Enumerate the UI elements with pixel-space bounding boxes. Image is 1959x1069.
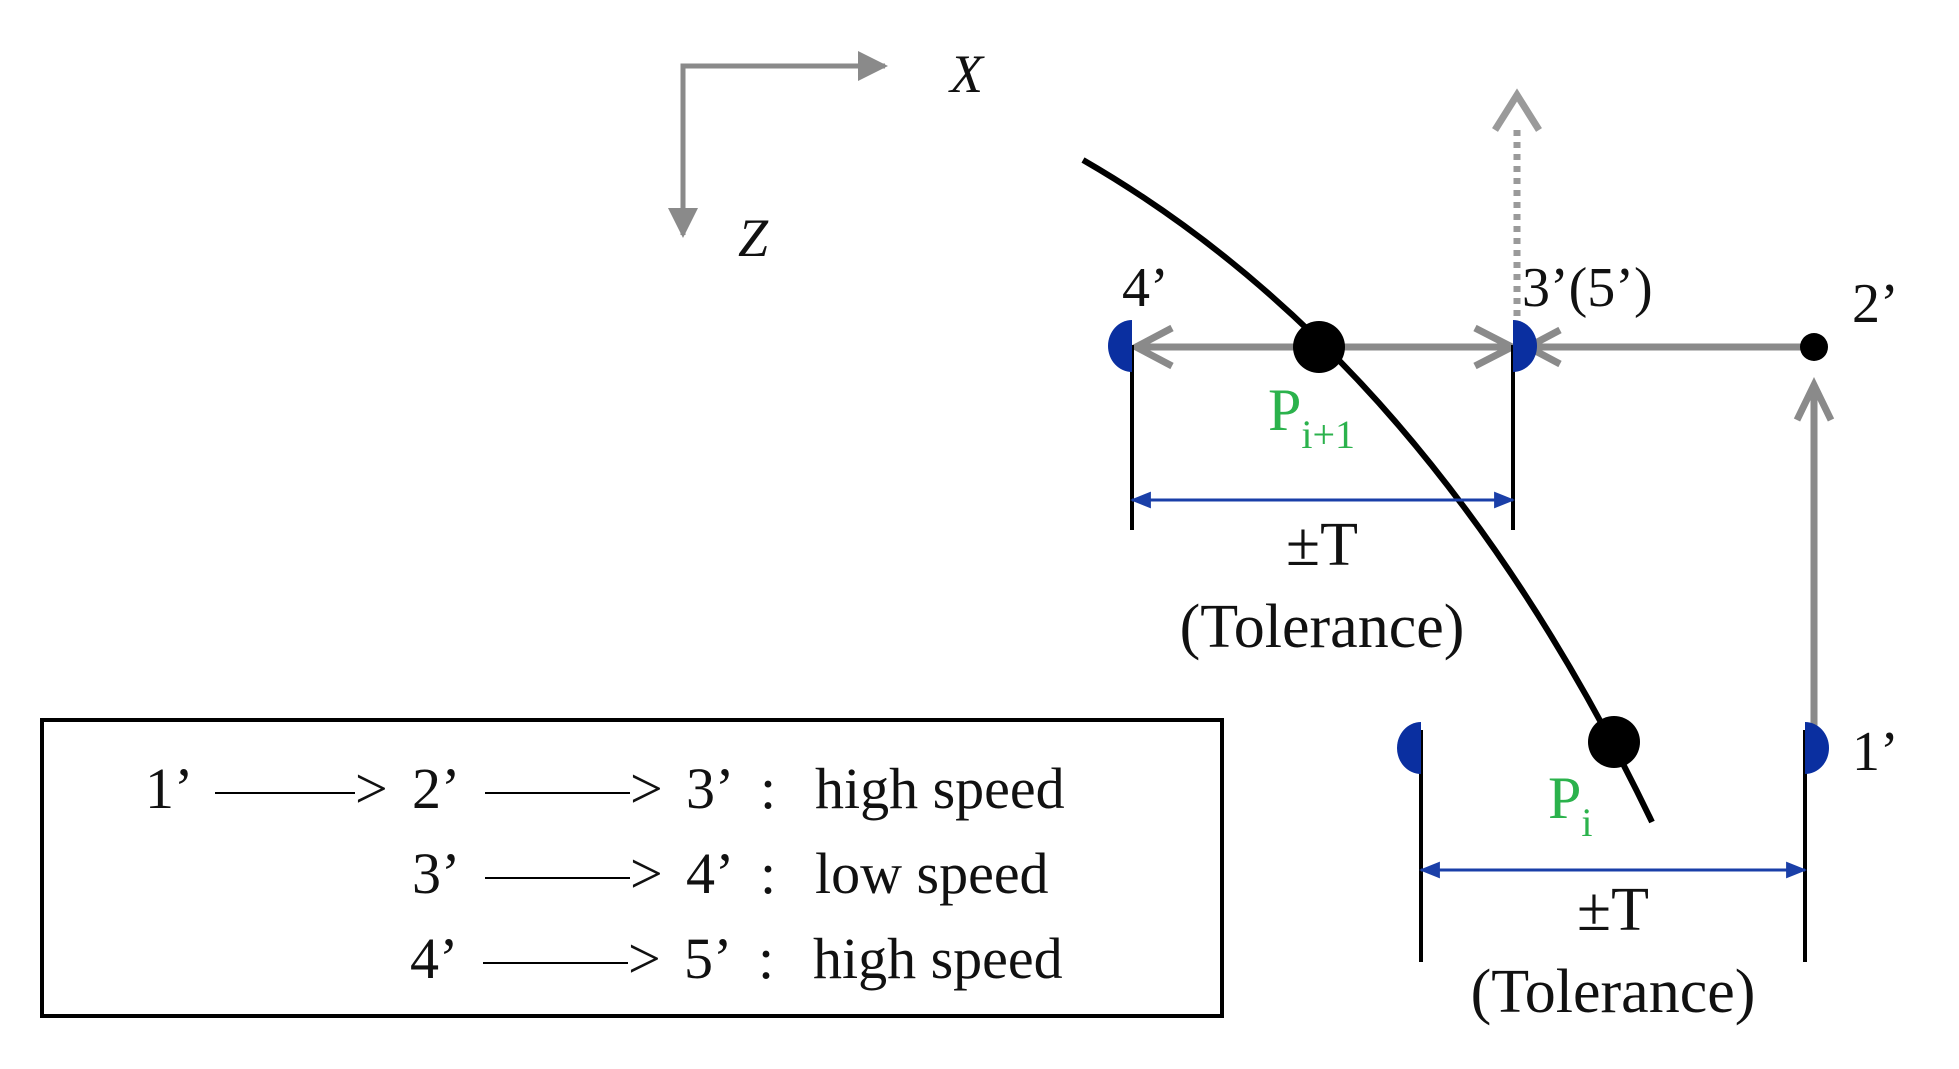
svg-text:high speed: high speed xyxy=(813,926,1063,991)
svg-text:>: > xyxy=(628,926,661,991)
upper-tolerance-symbol: ±T xyxy=(1286,511,1358,579)
svg-text::: : xyxy=(758,926,774,991)
lower-tolerance-label: (Tolerance) xyxy=(1471,958,1756,1026)
svg-text:>: > xyxy=(355,756,388,821)
upper-tolerance-band xyxy=(1108,320,1537,530)
svg-text:4’: 4’ xyxy=(410,926,458,991)
x-axis-label: X xyxy=(948,44,985,104)
svg-text:high speed: high speed xyxy=(815,756,1065,821)
lower-left-marker xyxy=(1397,722,1421,774)
label-point-4: 4’ xyxy=(1122,257,1169,319)
upper-tolerance-label: (Tolerance) xyxy=(1180,593,1465,661)
label-pi1: Pi+1 xyxy=(1268,377,1355,457)
x-axis-arrow xyxy=(680,51,888,235)
svg-text:3’: 3’ xyxy=(686,756,734,821)
svg-text:5’: 5’ xyxy=(684,926,732,991)
svg-text:>: > xyxy=(630,841,663,906)
svg-text:low speed: low speed xyxy=(815,841,1049,906)
legend-row-2: 3’ > 4’ : low speed xyxy=(412,841,1049,906)
legend-row-1: 1’ > 2’ > 3’ : high speed xyxy=(145,756,1065,821)
svg-text:4’: 4’ xyxy=(686,841,734,906)
lower-tolerance-symbol: ±T xyxy=(1577,876,1649,944)
label-point-2: 2’ xyxy=(1852,273,1899,335)
point-pi-dot xyxy=(1588,716,1640,768)
svg-text:2’: 2’ xyxy=(412,756,460,821)
point-4-marker xyxy=(1108,320,1132,372)
svg-text::: : xyxy=(760,756,776,821)
point-2-dot xyxy=(1800,333,1828,361)
point-pi1-dot xyxy=(1293,321,1345,373)
path-1-to-2-arrow xyxy=(1793,376,1835,742)
label-point-1: 1’ xyxy=(1852,721,1899,783)
coordinate-axes: X Z xyxy=(668,44,985,268)
legend-row-3: 4’ > 5’ : high speed xyxy=(410,926,1063,991)
contour-curve xyxy=(1081,157,1655,824)
svg-text:>: > xyxy=(630,756,663,821)
legend-border xyxy=(40,718,1224,1018)
label-point-3: 3’(5’) xyxy=(1522,257,1653,319)
point-1-marker xyxy=(1805,722,1829,774)
retract-arrow xyxy=(1492,88,1542,340)
svg-text::: : xyxy=(760,841,776,906)
path-2-to-3-arrow xyxy=(1520,326,1812,368)
z-axis-label: Z xyxy=(738,208,769,268)
svg-text:3’: 3’ xyxy=(412,841,460,906)
speed-legend: 1’ > 2’ > 3’ : high speed 3’ > 4’ : low … xyxy=(40,718,1224,1018)
point-3-marker xyxy=(1513,320,1537,372)
svg-text:1’: 1’ xyxy=(145,756,193,821)
lower-tolerance-band xyxy=(1397,722,1829,962)
label-pi: Pi xyxy=(1548,765,1593,845)
